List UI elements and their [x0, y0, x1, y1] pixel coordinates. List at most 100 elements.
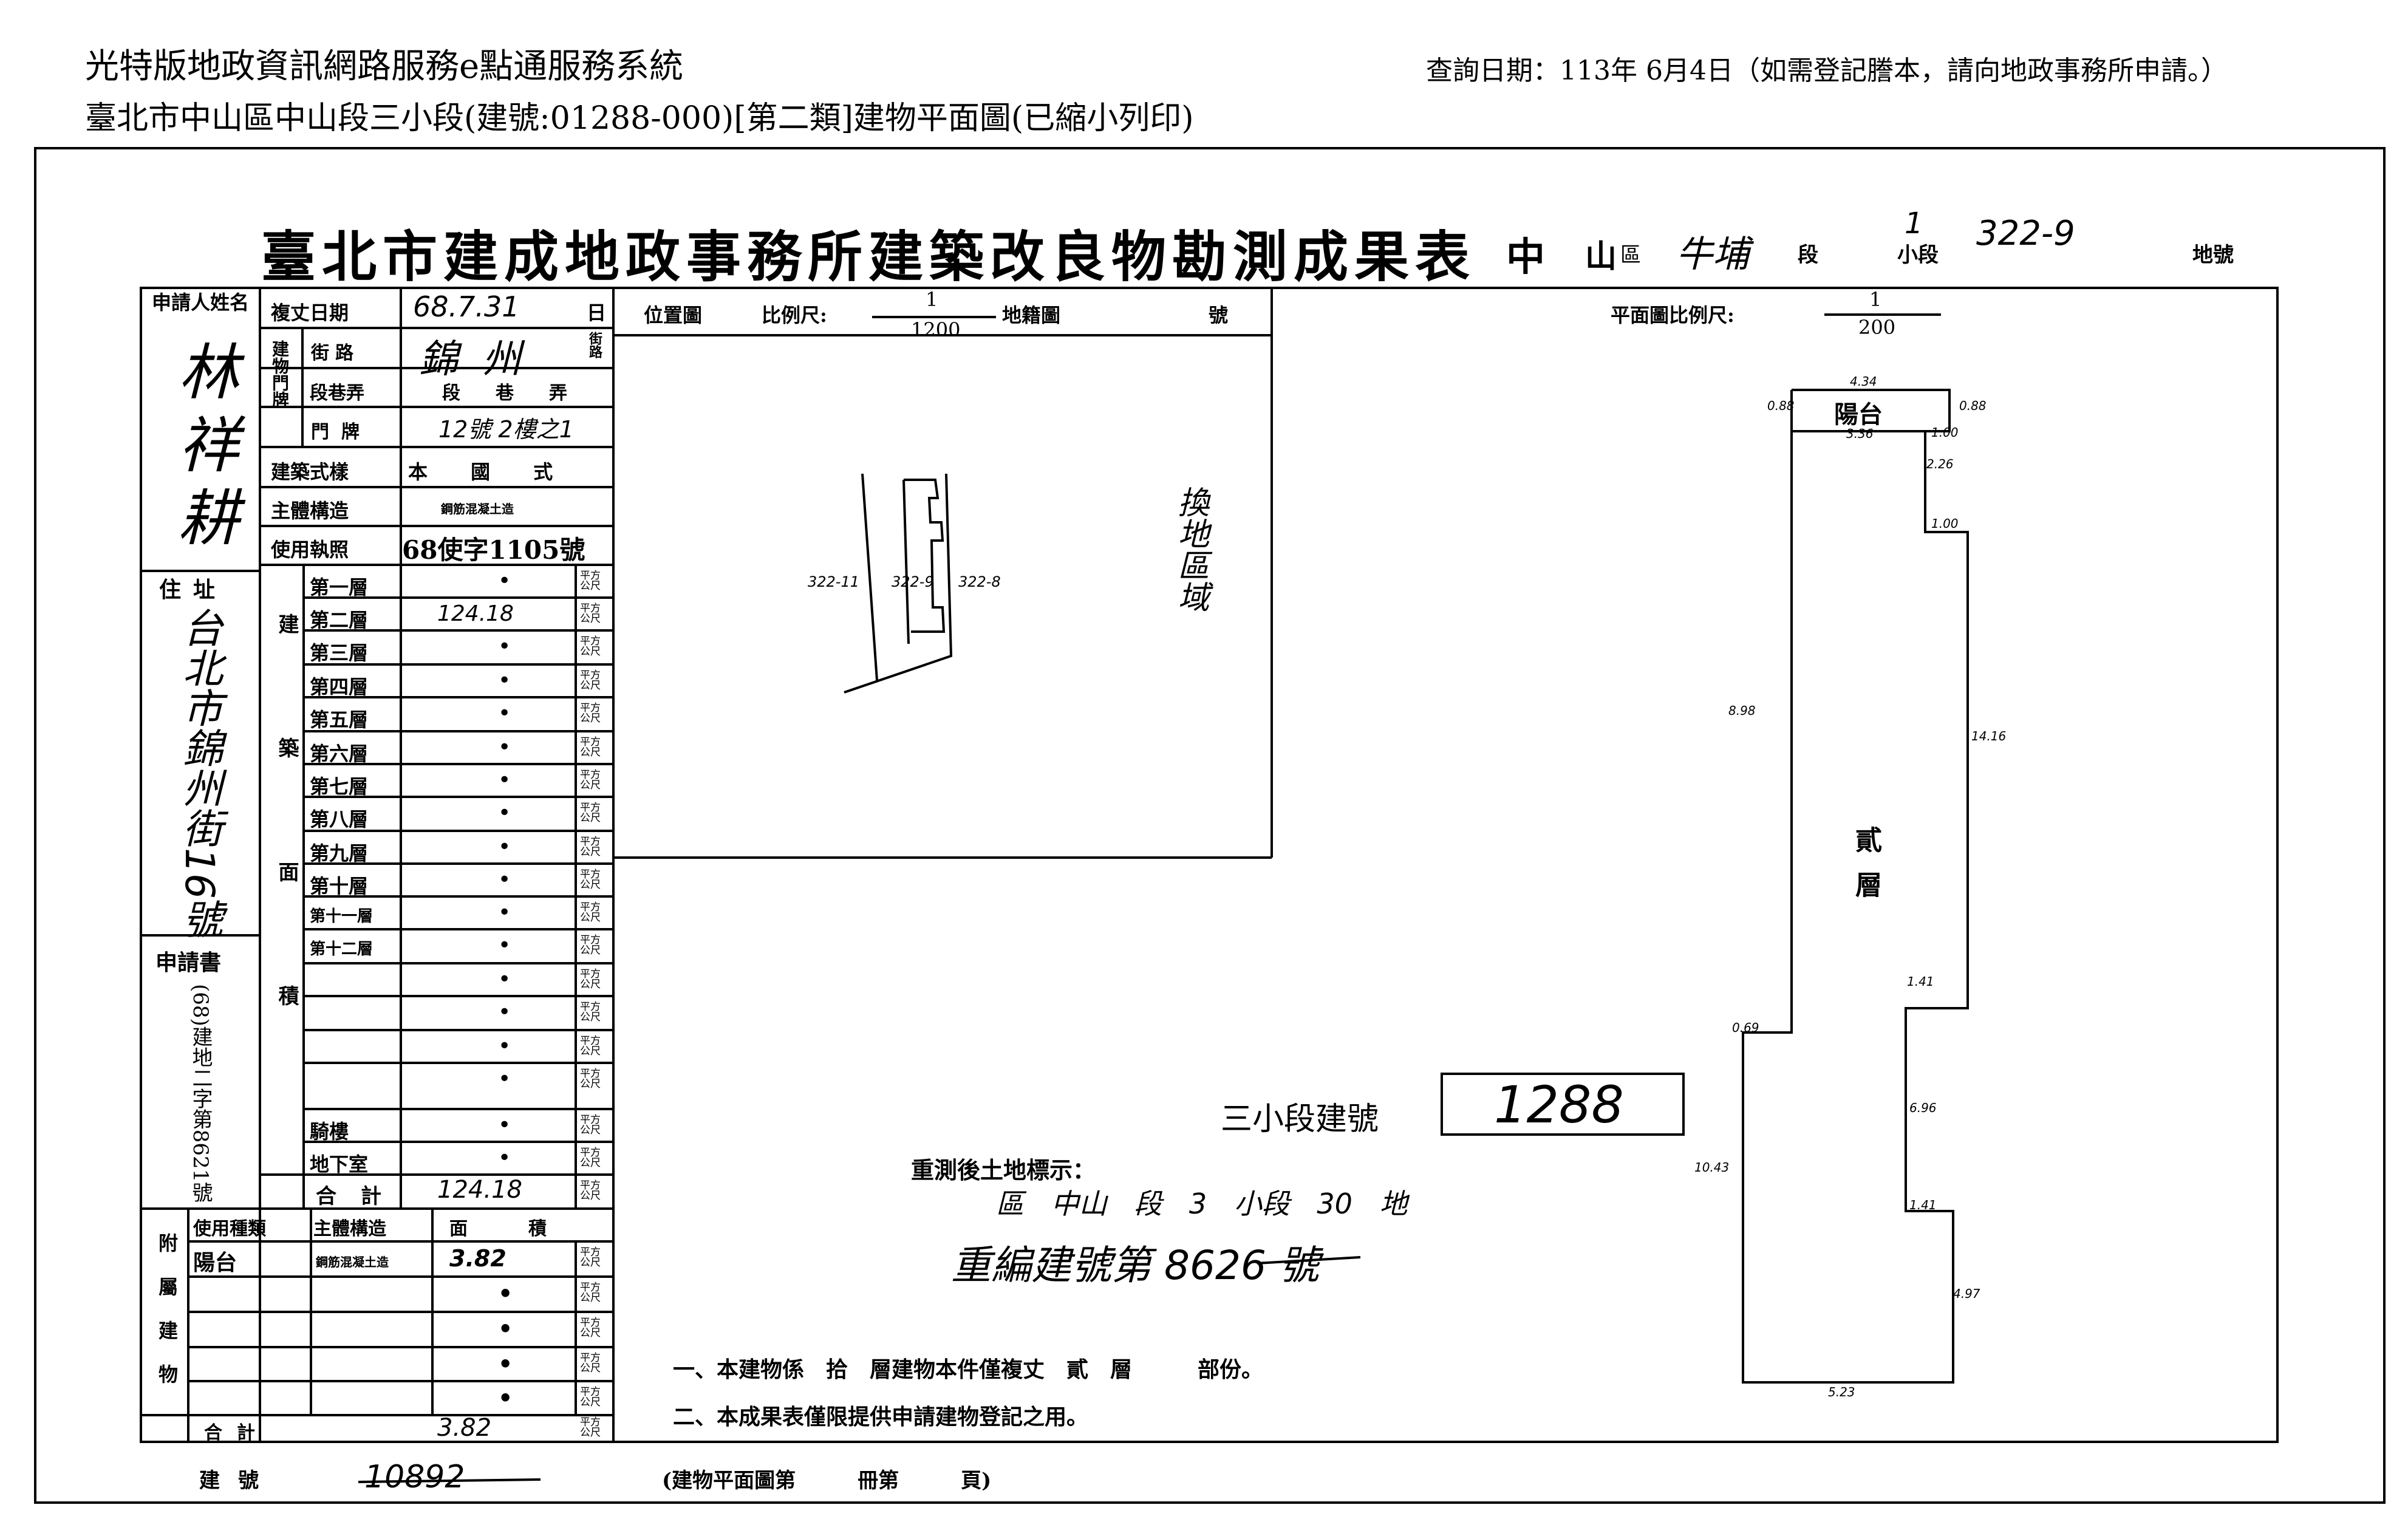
application-number: (68)建地二字第8621號 [188, 984, 213, 1203]
floor-area-value: • [498, 867, 511, 892]
attached-area-unit: 平方公尺 [580, 1282, 601, 1304]
floor-area-value: • [498, 1145, 511, 1170]
floor-area-unit: 平方公尺 [580, 1068, 601, 1090]
floor-area-unit: 平方公尺 [580, 635, 601, 658]
subsection-no: 1 [1905, 207, 1923, 241]
attached-total-label: 合計 [204, 1422, 270, 1444]
floor-area-unit: 平方公尺 [580, 1114, 601, 1136]
resurvey-title: 重測後土地標示： [911, 1156, 1096, 1184]
floor-area-value: • [498, 735, 511, 760]
lot-middle: 322-9 [892, 573, 934, 590]
license-value: 68使字1105號 [402, 535, 585, 565]
floor-label: 第二層 [310, 609, 369, 632]
attached-area-unit: 平方公尺 [580, 1352, 601, 1374]
attached-area: • [498, 1351, 513, 1377]
form-title: 臺北市建成地政事務所建築改良物勘測成果表 [261, 225, 1476, 289]
system-title: 光特版地政資訊網路服務e點通服務系統 [85, 47, 684, 86]
floor-label: 第三層 [310, 641, 369, 664]
attached-head-structure: 主體構造 [313, 1218, 386, 1240]
floor-label: 第五層 [310, 708, 369, 731]
structure-value: 鋼筋混凝土造 [441, 502, 514, 516]
plan-dimension: 4.34 [1850, 374, 1877, 389]
note-2: 二、本成果表僅限提供申請建物登記之用。 [673, 1404, 1089, 1430]
attached-area-unit: 平方公尺 [580, 1246, 601, 1269]
plan-dimension: 0.88 [1959, 398, 1987, 413]
attached-label: 附屬建物 [155, 1233, 179, 1408]
resurvey-land: 區 中山 段 3 小段 30 地 [996, 1187, 1408, 1220]
floor-area-value: • [498, 701, 511, 726]
build-no-old: 10892 [364, 1459, 465, 1495]
floor-area-value: • [498, 800, 511, 825]
floor-area-value: • [498, 1067, 511, 1091]
exchange-area-note: 換地區域 [1172, 486, 1209, 612]
floor-area-value: • [498, 1113, 511, 1138]
page-subtitle: 臺北市中山區中山段三小段(建號:01288-000)[第二類]建物平面圖(已縮小… [85, 100, 1194, 137]
lot-suffix: 地號 [2192, 243, 2234, 267]
applicant-name: 林祥耕 [168, 340, 239, 559]
plan-dimension: 1.00 [1931, 425, 1959, 440]
floor-area-unit: 平方公尺 [580, 968, 601, 991]
floor-area-unit: 平方公尺 [580, 934, 601, 957]
floor-area-unit: 平方公尺 [580, 769, 601, 791]
style-value: 本 國 式 [408, 460, 571, 483]
lot-number: 322-9 [1976, 214, 2075, 253]
lane-label: 段巷弄 [310, 383, 364, 404]
renumber-note: 重編建號第 8626 號 [951, 1242, 1319, 1289]
district: 中 [1506, 234, 1545, 280]
attached-area: • [498, 1316, 513, 1342]
total-unit: 平方公尺 [580, 1179, 601, 1202]
floor-label: 騎樓 [310, 1120, 349, 1143]
application-label: 申請書 [155, 950, 222, 975]
floor-label: 第六層 [310, 742, 369, 765]
lane-value: 段 巷 弄 [442, 383, 576, 404]
build-no-prefix: 三小段建號 [1221, 1101, 1379, 1138]
structure-label: 主體構造 [271, 499, 349, 522]
survey-date-label: 複丈日期 [271, 301, 349, 324]
street-label: 街路 [311, 343, 360, 364]
street-value: 錦州 [419, 337, 545, 382]
floor-area-value: • [498, 967, 511, 992]
attached-head-use: 使用種類 [193, 1218, 266, 1240]
district-suffix: 區 [1620, 243, 1641, 267]
note-1: 一、本建物係 拾 層建物本件僅複丈 貳 層 部份。 [673, 1357, 1264, 1382]
attached-area: • [498, 1280, 513, 1307]
build-no-label: 建號 [199, 1469, 277, 1493]
cadastral-label: 地籍圖 [1002, 304, 1061, 327]
floor-area-unit: 平方公尺 [580, 602, 601, 625]
number-value: 12號 2樓之1 [438, 416, 574, 443]
floor-label: 第十二層 [310, 940, 373, 958]
street-suffix: 街路 [587, 332, 602, 358]
balcony-label: 陽台 [1834, 400, 1883, 429]
day-unit: 日 [587, 301, 607, 324]
floor-area-unit: 平方公尺 [580, 901, 601, 924]
section-name: 牛埔 [1676, 233, 1749, 276]
license-label: 使用執照 [271, 538, 349, 561]
attached-area: • [498, 1385, 513, 1411]
plan-dimension: 0.88 [1767, 398, 1795, 413]
floor-label: 第十層 [310, 875, 369, 898]
attached-area-unit: 平方公尺 [580, 1386, 601, 1408]
floor-area-value: • [498, 835, 511, 859]
address-label: 住址 [159, 577, 228, 602]
floor-area-unit: 平方公尺 [580, 1035, 601, 1057]
plan-dimension: 1.41 [1907, 974, 1934, 989]
style-label: 建築式樣 [271, 460, 349, 483]
floor-area-unit: 平方公尺 [580, 1147, 601, 1169]
floor-area-unit: 平方公尺 [580, 702, 601, 725]
plan-scale-label: 平面圖比例尺: [1611, 304, 1734, 327]
floor-area-unit: 平方公尺 [580, 869, 601, 891]
location-scale-label: 比例尺: [762, 304, 827, 327]
plan-scale-den: 200 [1858, 316, 1896, 339]
area-group-label: 建築面積 [275, 613, 299, 1109]
floor-area-value: • [498, 568, 511, 593]
attached-area-unit: 平方公尺 [580, 1317, 601, 1339]
cadastral-suffix: 號 [1209, 304, 1229, 327]
location-scale-num: 1 [926, 288, 938, 311]
floor-area-unit: 平方公尺 [580, 836, 601, 858]
floor-area-value: • [498, 1034, 511, 1059]
floor-area-unit: 平方公尺 [580, 570, 601, 592]
floor-label: 第八層 [310, 808, 369, 831]
location-map-label: 位置圖 [644, 304, 703, 327]
floor-area-value: • [498, 1000, 511, 1025]
plan-dimension: 5.23 [1828, 1385, 1855, 1399]
